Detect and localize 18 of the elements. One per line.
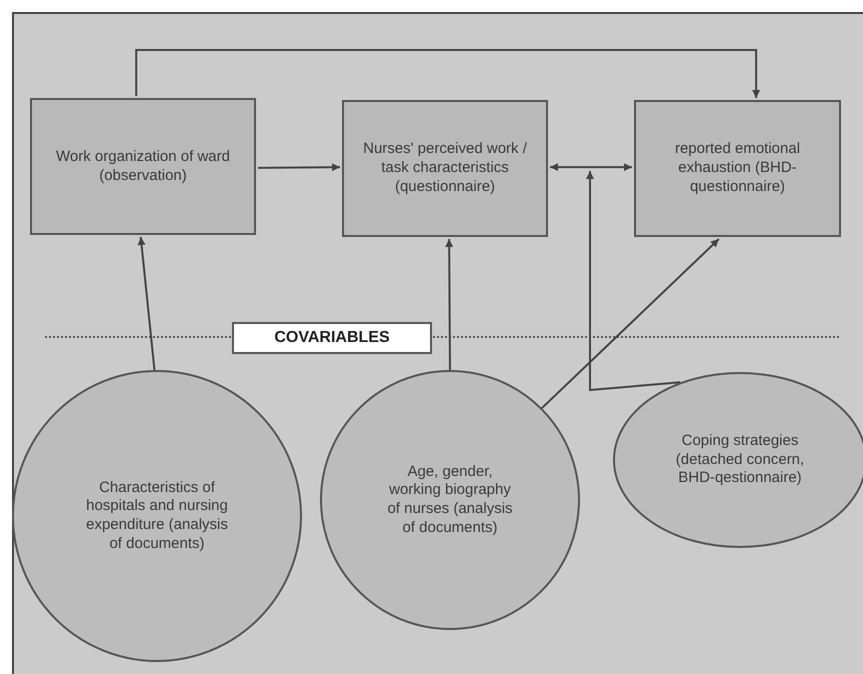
node-text: Characteristics of hospitals and nursing expenditure (analysis of documents) (85, 478, 229, 554)
node-text: Nurses' perceived work / task characteristics (questionnaire) (362, 140, 528, 197)
arrow (135, 49, 760, 98)
node-text: Coping strategies (detached concern, BHD-qestionnaire) (674, 432, 806, 488)
process-box (30, 98, 256, 235)
process-box (634, 100, 841, 237)
process-box (342, 100, 548, 237)
node-text: reported emotional exhaustion (BHD-questionnaire) (674, 140, 802, 197)
node-text: COVARIABLES (273, 328, 391, 348)
section-label (232, 322, 432, 354)
arrow (550, 163, 632, 172)
arrow (586, 171, 680, 392)
arrow (445, 239, 454, 370)
node-text: Age, gender, working biography of nurses (analysis of documents) (386, 462, 514, 538)
arrow (138, 236, 156, 370)
arrow (541, 238, 720, 409)
arrow (258, 163, 340, 172)
node-text: Work organization of ward (observation) (55, 148, 231, 186)
